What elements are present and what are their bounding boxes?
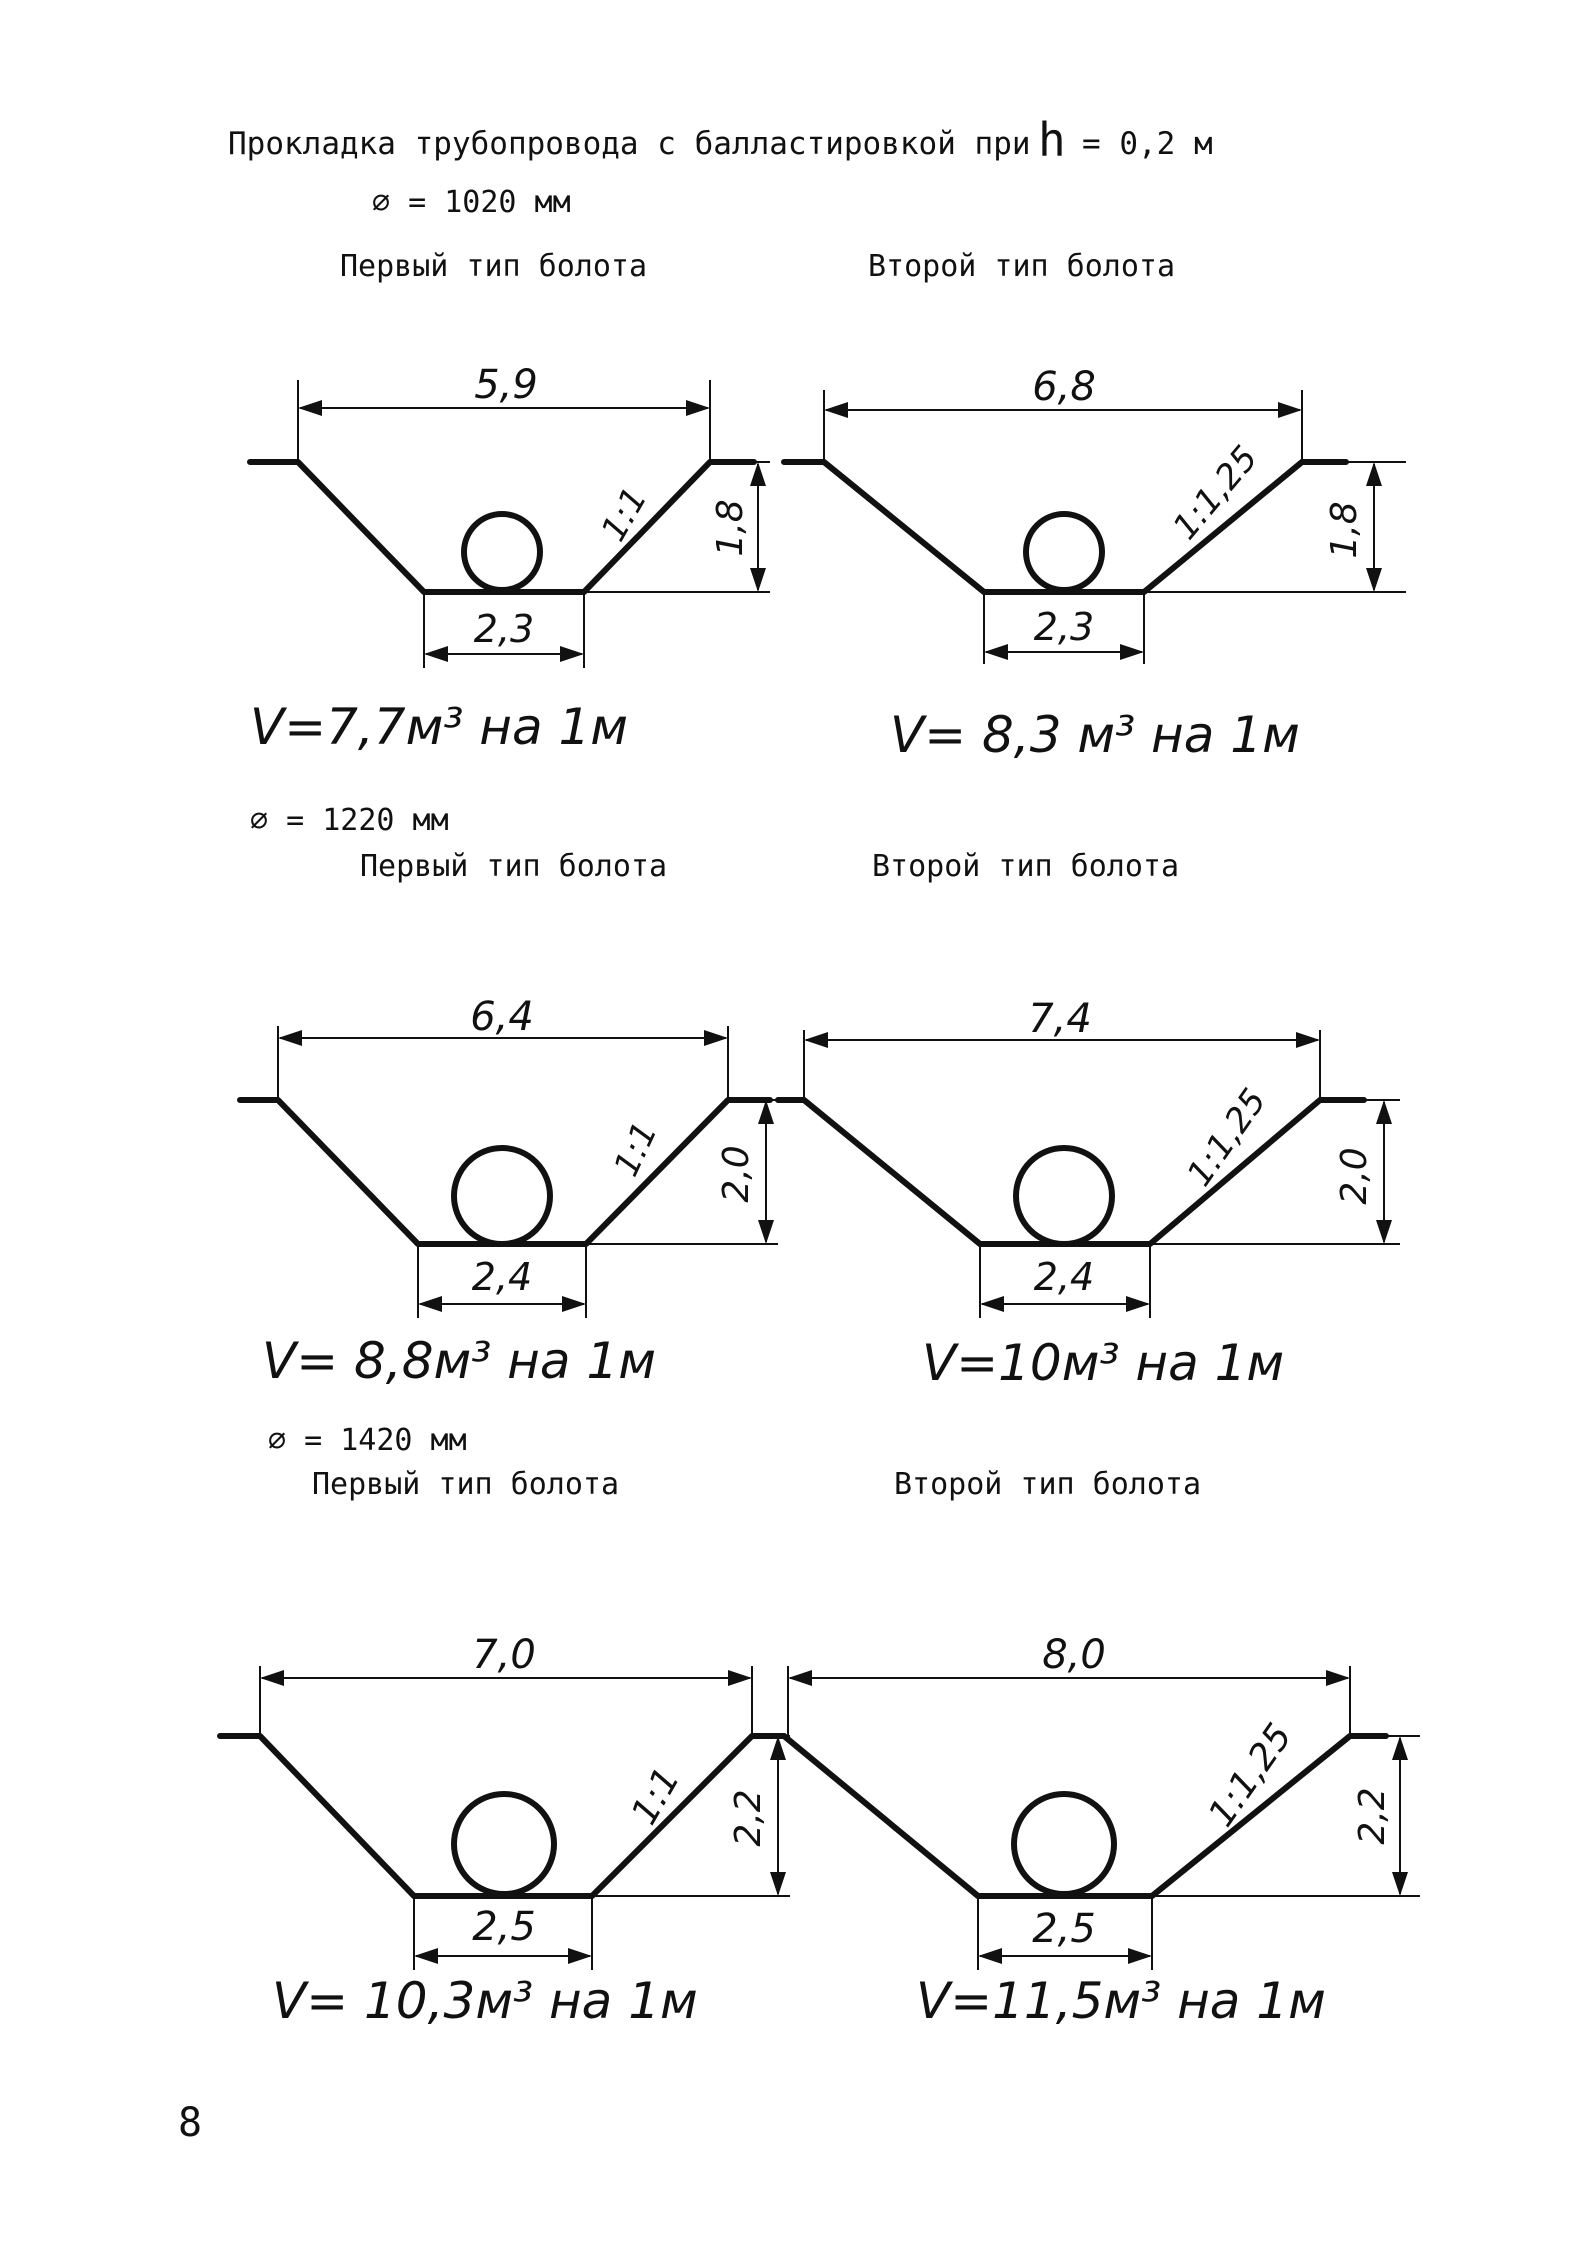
volume-label: V=11,5м³ на 1м [916,1972,1326,2030]
diameter-label-1020: ∅ = 1020 мм [372,185,571,220]
top-width-label: 7,0 [472,1632,536,1678]
pipe-circle [1011,1791,1117,1897]
bottom-width-label: 2,4 [472,1255,532,1299]
volume-label: V=7,7м³ на 1м [250,698,628,756]
title-prefix: Прокладка трубопровода с балластировкой … [228,126,1031,162]
bog-type-heading: Первый тип болота [340,249,647,284]
bog-type-heading: Второй тип болота [894,1467,1201,1502]
diameter-label-1220: ∅ = 1220 мм [250,803,449,838]
bog-type-heading: Первый тип болота [312,1467,619,1502]
bottom-width-label: 2,3 [1034,605,1094,649]
bog-type-heading: Второй тип болота [872,849,1179,884]
volume-label: V= 10,3м³ на 1м [272,1972,698,2030]
depth-label: 1,8 [1324,501,1365,558]
pipe-circle [1013,1145,1115,1247]
title-h-symbol: h [1038,113,1066,167]
pipe-circle [461,511,543,593]
pipe-circle [451,1791,557,1897]
slope-label: 1:1 [593,481,655,548]
depth-label: 2,0 [1334,1147,1375,1204]
trench-cross-section: 6,8 2,3 1:1,25 1,8 [781,364,1406,664]
volume-label: V=10м³ на 1м [922,1334,1284,1392]
volume-label: V= 8,8м³ на 1м [262,1332,656,1390]
bog-type-heading: Первый тип болота [360,849,667,884]
top-width-label: 6,8 [1032,364,1096,410]
depth-label: 2,0 [716,1145,757,1202]
volume-label: V= 8,3 м³ на 1м [890,706,1300,764]
top-width-label: 7,4 [1028,996,1092,1042]
title-h-value: = 0,2 м [1082,126,1213,162]
bottom-width-label: 2,5 [472,1904,536,1950]
bottom-width-label: 2,5 [1032,1906,1096,1952]
depth-label: 1,8 [710,499,751,556]
slope-label: 1:1 [624,1761,688,1832]
pipe-circle [451,1145,553,1247]
page-number: 8 [178,2100,202,2146]
pipe-circle [1023,511,1105,593]
diameter-label-1420: ∅ = 1420 мм [268,1423,467,1458]
trench-cross-section: 8,0 2,5 1:1,25 2,2 [765,1632,1420,1970]
top-width-label: 5,9 [474,362,538,408]
trench-cross-section: 5,9 2,3 1:1 1,8 [247,362,770,668]
trench-cross-section: 7,0 2,5 1:1 2,2 [217,1632,790,1970]
top-width-label: 8,0 [1042,1632,1106,1678]
depth-label: 2,2 [1352,1787,1393,1844]
trench-cross-section: 7,4 2,4 1:1,25 2,0 [775,996,1400,1318]
trench-cross-section: 6,4 2,4 1:1 2,0 [237,994,778,1318]
bottom-width-label: 2,4 [1034,1255,1094,1299]
bottom-width-label: 2,3 [474,607,534,651]
depth-label: 2,2 [728,1789,769,1846]
top-width-label: 6,4 [470,994,534,1040]
bog-type-heading: Второй тип болота [868,249,1175,284]
